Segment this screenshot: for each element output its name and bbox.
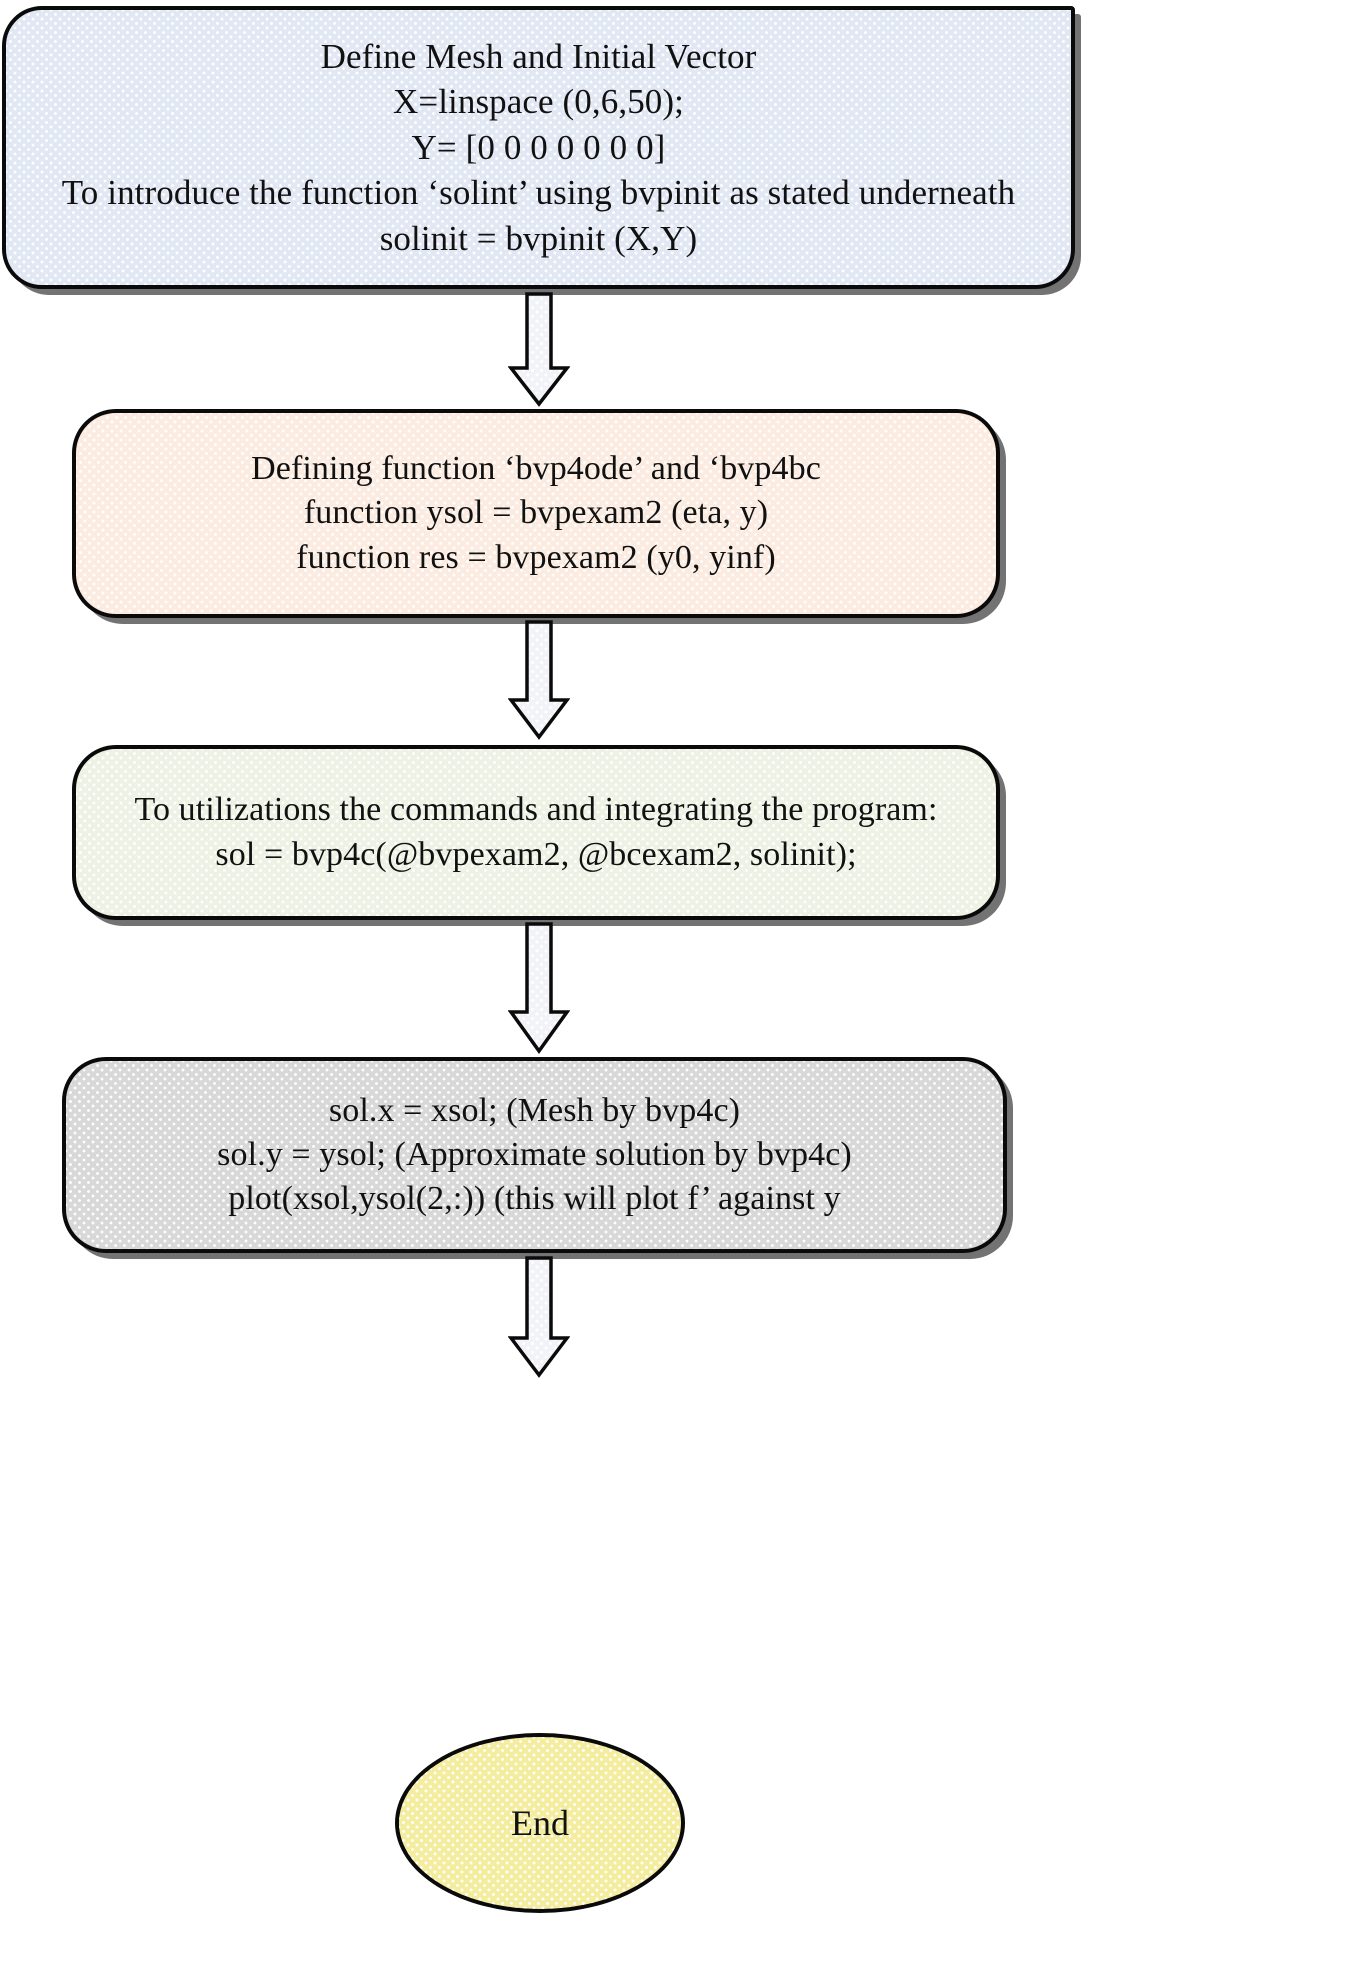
node-commands-line-1: To utilizations the commands and integra… — [134, 791, 938, 829]
process-node-run-commands: To utilizations the commands and integra… — [72, 745, 1000, 920]
connector-arrow-functions-to-commands — [508, 620, 570, 740]
connector-arrow-define-to-functions — [508, 292, 570, 407]
node-functions-line-2: function ysol = bvpexam2 (eta, y) — [303, 494, 769, 532]
node-functions-line-3: function res = bvpexam2 (y0, yinf) — [296, 538, 776, 576]
node-define-line-5: solinit = bvpinit (X,Y) — [379, 218, 698, 258]
process-node-define-mesh: Define Mesh and Initial Vector X=linspac… — [2, 6, 1075, 289]
node-functions-text: Defining function ‘bvp4ode’ and ‘bvp4bc … — [76, 447, 996, 580]
arrow-down-icon — [508, 292, 570, 407]
node-output-line-3: plot(xsol,ysol(2,:)) (this will plot f’ … — [228, 1180, 841, 1218]
arrow-down-icon — [508, 620, 570, 740]
node-end-label: End — [511, 1803, 569, 1843]
node-output-line-2: sol.y = ysol; (Approximate solution by b… — [217, 1135, 852, 1173]
node-functions-line-1: Defining function ‘bvp4ode’ and ‘bvp4bc — [251, 450, 821, 488]
connector-arrow-output-to-end — [508, 1256, 570, 1378]
connector-arrow-commands-to-output — [508, 922, 570, 1054]
process-node-define-functions: Defining function ‘bvp4ode’ and ‘bvp4bc … — [72, 409, 1000, 618]
terminator-node-end: End — [395, 1733, 685, 1913]
arrow-down-icon — [508, 1256, 570, 1378]
node-define-line-2: X=linspace (0,6,50); — [393, 82, 684, 122]
node-define-line-1: Define Mesh and Initial Vector — [320, 36, 757, 76]
node-output-line-1: sol.x = xsol; (Mesh by bvp4c) — [328, 1091, 741, 1129]
node-define-line-3: Y= [0 0 0 0 0 0 0] — [411, 127, 666, 167]
node-commands-text: To utilizations the commands and integra… — [76, 788, 996, 876]
node-define-text: Define Mesh and Initial Vector X=linspac… — [6, 34, 1071, 262]
arrow-down-icon — [508, 922, 570, 1054]
node-commands-line-2: sol = bvp4c(@bvpexam2, @bcexam2, solinit… — [215, 835, 857, 873]
process-node-output-plot: sol.x = xsol; (Mesh by bvp4c) sol.y = ys… — [62, 1057, 1007, 1253]
node-define-line-4: To introduce the function ‘solint’ using… — [61, 173, 1016, 213]
node-output-text: sol.x = xsol; (Mesh by bvp4c) sol.y = ys… — [66, 1089, 1003, 1222]
